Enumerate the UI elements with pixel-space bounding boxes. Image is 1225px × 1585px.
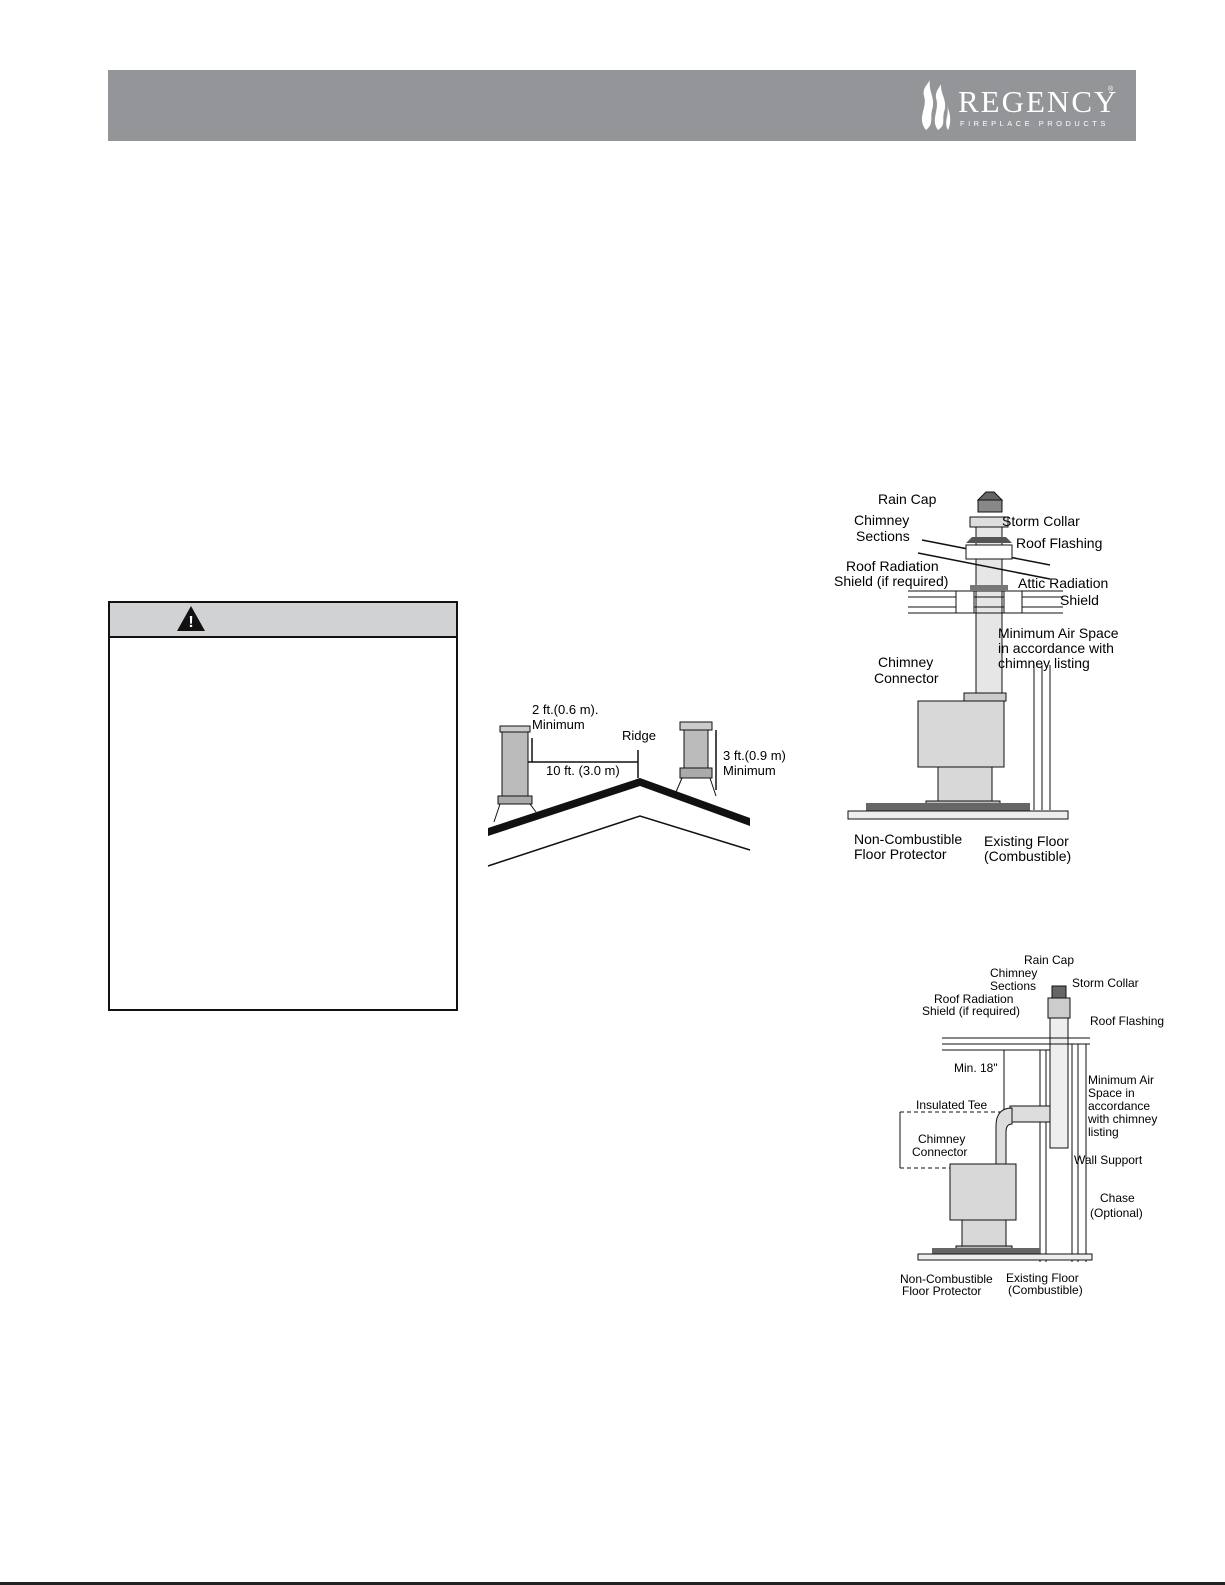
label-with-chimney: with chimney <box>1087 1112 1157 1126</box>
warning-triangle-icon: ! <box>177 606 205 631</box>
label-chimney: Chimney <box>990 966 1037 980</box>
label-min-air-space: Minimum Air Space <box>998 625 1119 641</box>
bottom-rule <box>0 1582 1225 1585</box>
label-chimney-listing: chimney listing <box>998 655 1090 671</box>
label-3ft: 3 ft.(0.9 m) <box>723 748 786 763</box>
label-roof-radiation: Roof Radiation <box>846 558 939 574</box>
label-roof-flashing: Roof Flashing <box>1090 1014 1164 1028</box>
label-2ft: 2 ft.(0.6 m). <box>532 702 598 717</box>
warning-glyph: ! <box>188 614 193 631</box>
right-chimney <box>675 721 717 797</box>
label-listing: listing <box>1088 1125 1119 1139</box>
label-combustible: (Combustible) <box>984 848 1071 864</box>
label-combustible: (Combustible) <box>1008 1283 1083 1297</box>
label-min-air: Minimum Air <box>1088 1073 1154 1087</box>
label-chimney-connector-2: Connector <box>912 1145 967 1159</box>
label-shield-if-required: Shield (if required) <box>922 1004 1020 1018</box>
label-shield-if-required: Shield (if required) <box>834 573 948 589</box>
label-floor-protector: Floor Protector <box>854 846 947 862</box>
label-2ft-minimum: Minimum <box>532 717 585 732</box>
label-chase: Chase <box>1100 1191 1135 1205</box>
label-attic-shield: Shield <box>1060 592 1099 608</box>
registered-mark: ® <box>1108 86 1114 93</box>
label-wall-support: Wall Support <box>1074 1153 1143 1167</box>
left-chimney <box>493 725 537 823</box>
chase-chimney-diagram: Rain Cap Chimney Sections Storm Collar R… <box>899 953 1164 1298</box>
warning-box: ! <box>108 601 458 1011</box>
label-existing-floor: Existing Floor <box>984 833 1069 849</box>
label-optional: (Optional) <box>1090 1206 1143 1220</box>
label-min-18: Min. 18" <box>954 1061 998 1075</box>
label-3ft-minimum: Minimum <box>723 763 776 778</box>
roof-clearance-diagram: 2 ft.(0.6 m). Minimum Ridge 10 ft. (3.0 … <box>487 702 786 867</box>
label-space-in: Space in <box>1088 1086 1135 1100</box>
regency-logo: REGENCY ® FIREPLACE PRODUCTS <box>918 78 1118 134</box>
label-storm-collar: Storm Collar <box>1072 976 1139 990</box>
brand-tagline: FIREPLACE PRODUCTS <box>960 119 1109 128</box>
label-floor-protector: Floor Protector <box>902 1284 981 1298</box>
label-storm-collar: Storm Collar <box>1002 513 1080 529</box>
label-chimney-connector-1: Chimney <box>878 654 933 670</box>
roof-ceiling-line <box>487 815 751 867</box>
label-ridge: Ridge <box>622 728 656 743</box>
label-sections: Sections <box>990 979 1036 993</box>
roof-shingle <box>488 778 750 836</box>
label-non-combustible: Non-Combustible <box>900 1272 993 1286</box>
label-insulated-tee: Insulated Tee <box>916 1098 987 1112</box>
label-chimney-connector-2: Connector <box>874 670 939 686</box>
label-in-accordance: in accordance with <box>998 640 1114 656</box>
label-rain-cap: Rain Cap <box>878 491 937 507</box>
brand-name: REGENCY <box>958 84 1119 119</box>
warning-header: ! <box>110 603 456 638</box>
header-bar <box>108 70 1136 141</box>
interior-chimney-diagram: Rain Cap Chimney Sections Storm Collar R… <box>834 491 1119 864</box>
label-existing-floor: Existing Floor <box>1006 1271 1079 1285</box>
label-accordance: accordance <box>1088 1099 1150 1113</box>
label-sections: Sections <box>856 528 910 544</box>
label-non-combustible: Non-Combustible <box>854 831 962 847</box>
label-10ft: 10 ft. (3.0 m) <box>546 763 620 778</box>
label-rain-cap: Rain Cap <box>1024 953 1074 967</box>
flame-icon <box>921 80 951 130</box>
label-chimney: Chimney <box>854 512 909 528</box>
label-roof-flashing: Roof Flashing <box>1016 535 1102 551</box>
label-roof-radiation: Roof Radiation <box>934 992 1013 1006</box>
label-chimney-connector-1: Chimney <box>918 1132 965 1146</box>
label-attic-radiation: Attic Radiation <box>1018 575 1108 591</box>
